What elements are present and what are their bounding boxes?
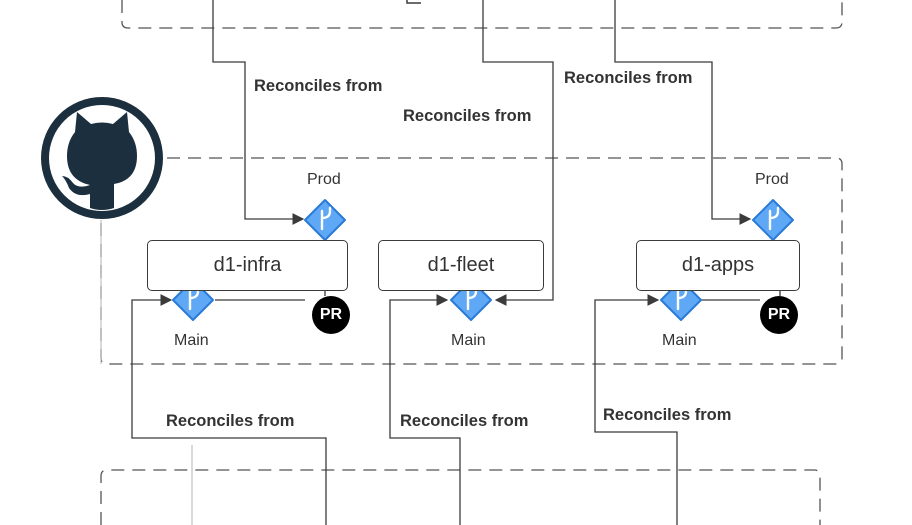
connector-apps-prod — [614, 0, 752, 225]
edge-label-top-fleet: Reconciles from — [401, 107, 534, 126]
github-icon — [41, 97, 163, 219]
branch-prod-infra-icon — [304, 199, 346, 241]
connector-bottom-infra-main — [131, 294, 327, 525]
top-cluster-boundary — [121, 0, 843, 29]
repo-d1-fleet-label: d1-fleet — [427, 254, 495, 276]
connector-infra-prod — [212, 0, 305, 225]
pr-badge-apps-label: PR — [767, 306, 791, 323]
main-branch-label-fleet: Main — [451, 332, 486, 349]
repo-d1-fleet[interactable]: d1-fleet — [378, 240, 544, 291]
prod-branch-label-apps: Prod — [755, 171, 789, 188]
repo-d1-apps[interactable]: d1-apps — [636, 240, 800, 291]
repo-d1-infra[interactable]: d1-infra — [147, 240, 348, 291]
repo-d1-apps-label: d1-apps — [681, 254, 755, 276]
repo-d1-infra-label: d1-infra — [213, 254, 282, 276]
repeat-glyph-icon — [406, 0, 421, 4]
branch-prod-apps-icon — [752, 199, 794, 241]
edge-label-bottom-fleet: Reconciles from — [398, 412, 531, 431]
connector-fleet-main — [482, 0, 554, 306]
main-branch-label-apps: Main — [662, 332, 697, 349]
edge-label-bottom-apps: Reconciles from — [601, 406, 734, 425]
pr-badge-apps[interactable]: PR — [760, 296, 798, 334]
edge-label-bottom-infra: Reconciles from — [164, 412, 297, 431]
prod-branch-label-infra: Prod — [307, 171, 341, 188]
pr-badge-infra-label: PR — [319, 306, 343, 323]
edge-label-top-infra: Reconciles from — [252, 77, 385, 96]
edge-label-top-apps: Reconciles from — [562, 69, 695, 88]
main-branch-label-infra: Main — [174, 332, 209, 349]
connector-bottom-apps-main — [594, 294, 678, 525]
pr-badge-infra[interactable]: PR — [312, 296, 350, 334]
connector-bottom-fleet-main — [389, 294, 461, 525]
github-org-boundary — [100, 157, 843, 365]
